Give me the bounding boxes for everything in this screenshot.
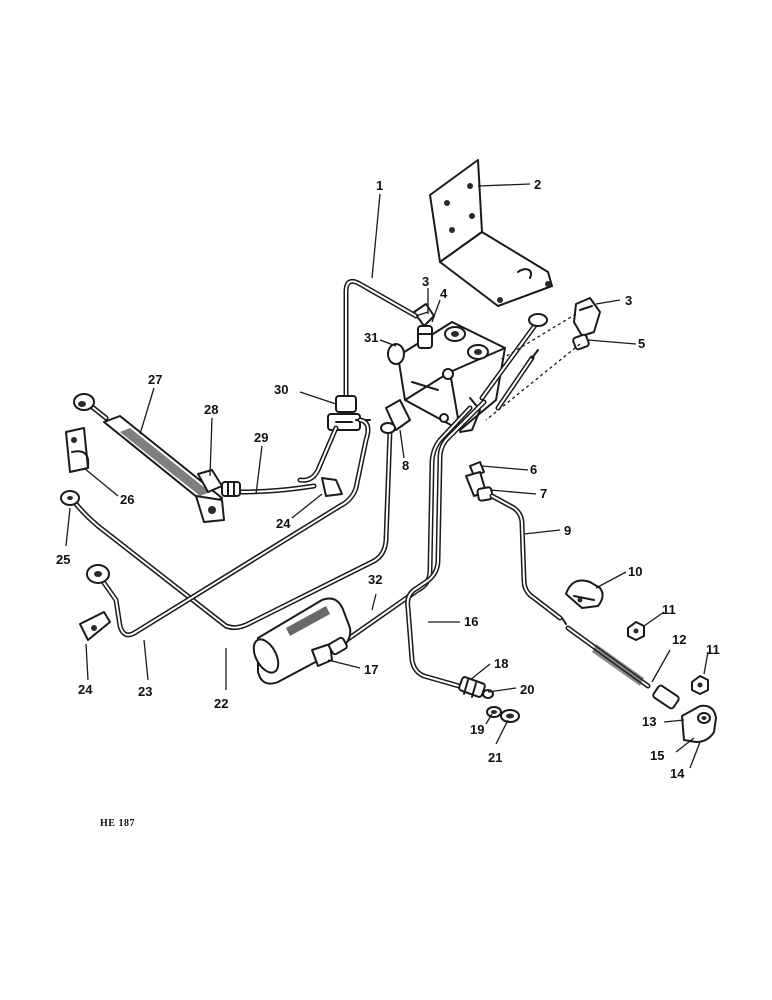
- callout-labels: 1 2 3 3 4 5 6 7 8 9 10 11 11 12 13 14 15…: [56, 177, 720, 781]
- callout-14: 14: [670, 766, 685, 781]
- valve-elbow-fittings-right: [485, 297, 601, 421]
- callout-3-left: 3: [422, 274, 429, 289]
- pressure-tube: [343, 278, 419, 413]
- callout-16: 16: [464, 614, 478, 629]
- long-return-tube: [60, 427, 393, 631]
- right-end-fitting: [652, 684, 717, 743]
- callout-24-lower: 24: [78, 682, 93, 697]
- callout-11-upper: 11: [662, 602, 676, 617]
- callout-20: 20: [520, 682, 534, 697]
- valve-bottom-elbow: [380, 399, 411, 434]
- cylinder-elbow-fitting: [197, 469, 241, 497]
- callout-25: 25: [56, 552, 70, 567]
- tee-fitting: [327, 395, 371, 431]
- filter-feed-tube: [335, 405, 473, 649]
- callout-1: 1: [376, 178, 383, 193]
- cylinder-hose: [235, 483, 317, 495]
- tee-return-tube: [86, 417, 371, 638]
- callout-12: 12: [672, 632, 686, 647]
- callout-3-right: 3: [625, 293, 632, 308]
- callout-23: 23: [138, 684, 152, 699]
- callout-10: 10: [628, 564, 642, 579]
- callout-26: 26: [120, 492, 134, 507]
- hose-lower-loop: [297, 425, 343, 497]
- callout-5: 5: [638, 336, 645, 351]
- callout-17: 17: [364, 662, 378, 677]
- callout-28: 28: [204, 402, 218, 417]
- filter-canister: [252, 597, 352, 685]
- callout-22: 22: [214, 696, 228, 711]
- callout-24-upper: 24: [276, 516, 291, 531]
- nuts: [627, 621, 709, 695]
- valve-elbow-fittings-left: [413, 303, 435, 349]
- callout-30: 30: [274, 382, 288, 397]
- callout-21: 21: [488, 750, 502, 765]
- callout-29: 29: [254, 430, 268, 445]
- callout-31: 31: [364, 330, 378, 345]
- callout-6: 6: [530, 462, 537, 477]
- tube-end-fittings: [465, 461, 494, 502]
- mounting-bracket: [429, 159, 553, 307]
- callout-19: 19: [470, 722, 484, 737]
- drawing-code: HE 187: [100, 818, 135, 829]
- callout-15: 15: [650, 748, 664, 763]
- hydraulic-cylinder: [73, 393, 225, 523]
- callout-11-lower: 11: [706, 642, 720, 657]
- callout-27: 27: [148, 372, 162, 387]
- leader-lines: [65, 183, 709, 769]
- callout-4: 4: [440, 286, 448, 301]
- washers: [486, 706, 520, 723]
- cylinder-clamp: [65, 427, 90, 473]
- tube-clamp: [565, 579, 604, 609]
- right-tube: [489, 493, 651, 689]
- outlet-tube: [405, 399, 487, 691]
- tube-clip: [79, 611, 111, 641]
- callout-18: 18: [494, 656, 508, 671]
- outlet-fitting: [458, 676, 494, 699]
- callout-13: 13: [642, 714, 656, 729]
- callout-8: 8: [402, 458, 409, 473]
- callout-9: 9: [564, 523, 571, 538]
- callout-7: 7: [540, 486, 547, 501]
- callout-2: 2: [534, 177, 541, 192]
- callout-32: 32: [368, 572, 382, 587]
